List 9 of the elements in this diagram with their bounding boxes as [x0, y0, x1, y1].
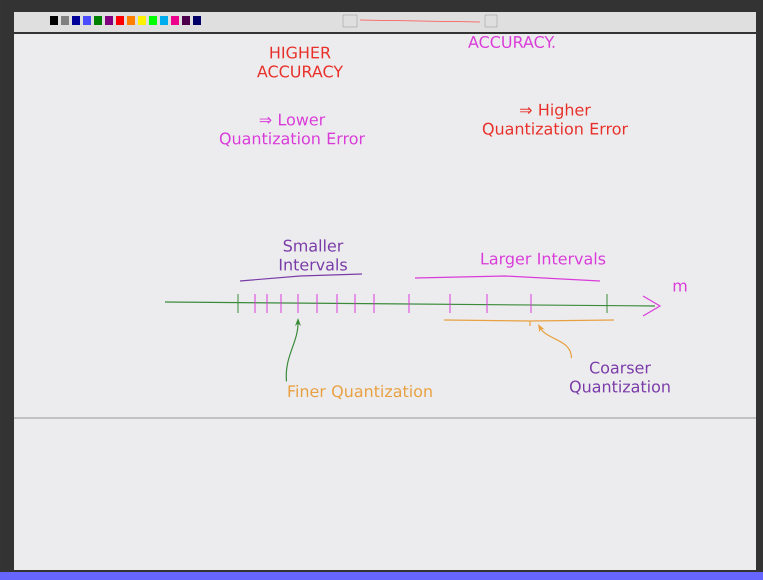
handwritten-note: Larger Intervals	[482, 252, 606, 268]
handwritten-note: HIGHER ACCURACY	[257, 46, 344, 78]
handwritten-note: Finer Quantization	[288, 384, 432, 400]
handwritten-note: m	[674, 282, 686, 292]
handwritten-note: ⇒ Lower Quantization Error	[220, 114, 366, 146]
handwritten-note: Coarser Quantization	[570, 362, 670, 394]
handwritten-note: ACCURACY.	[468, 36, 554, 48]
handwritten-note: Smaller Intervals	[280, 239, 347, 271]
handwritten-note: ⇒ Higher Quantization Error	[482, 103, 628, 137]
